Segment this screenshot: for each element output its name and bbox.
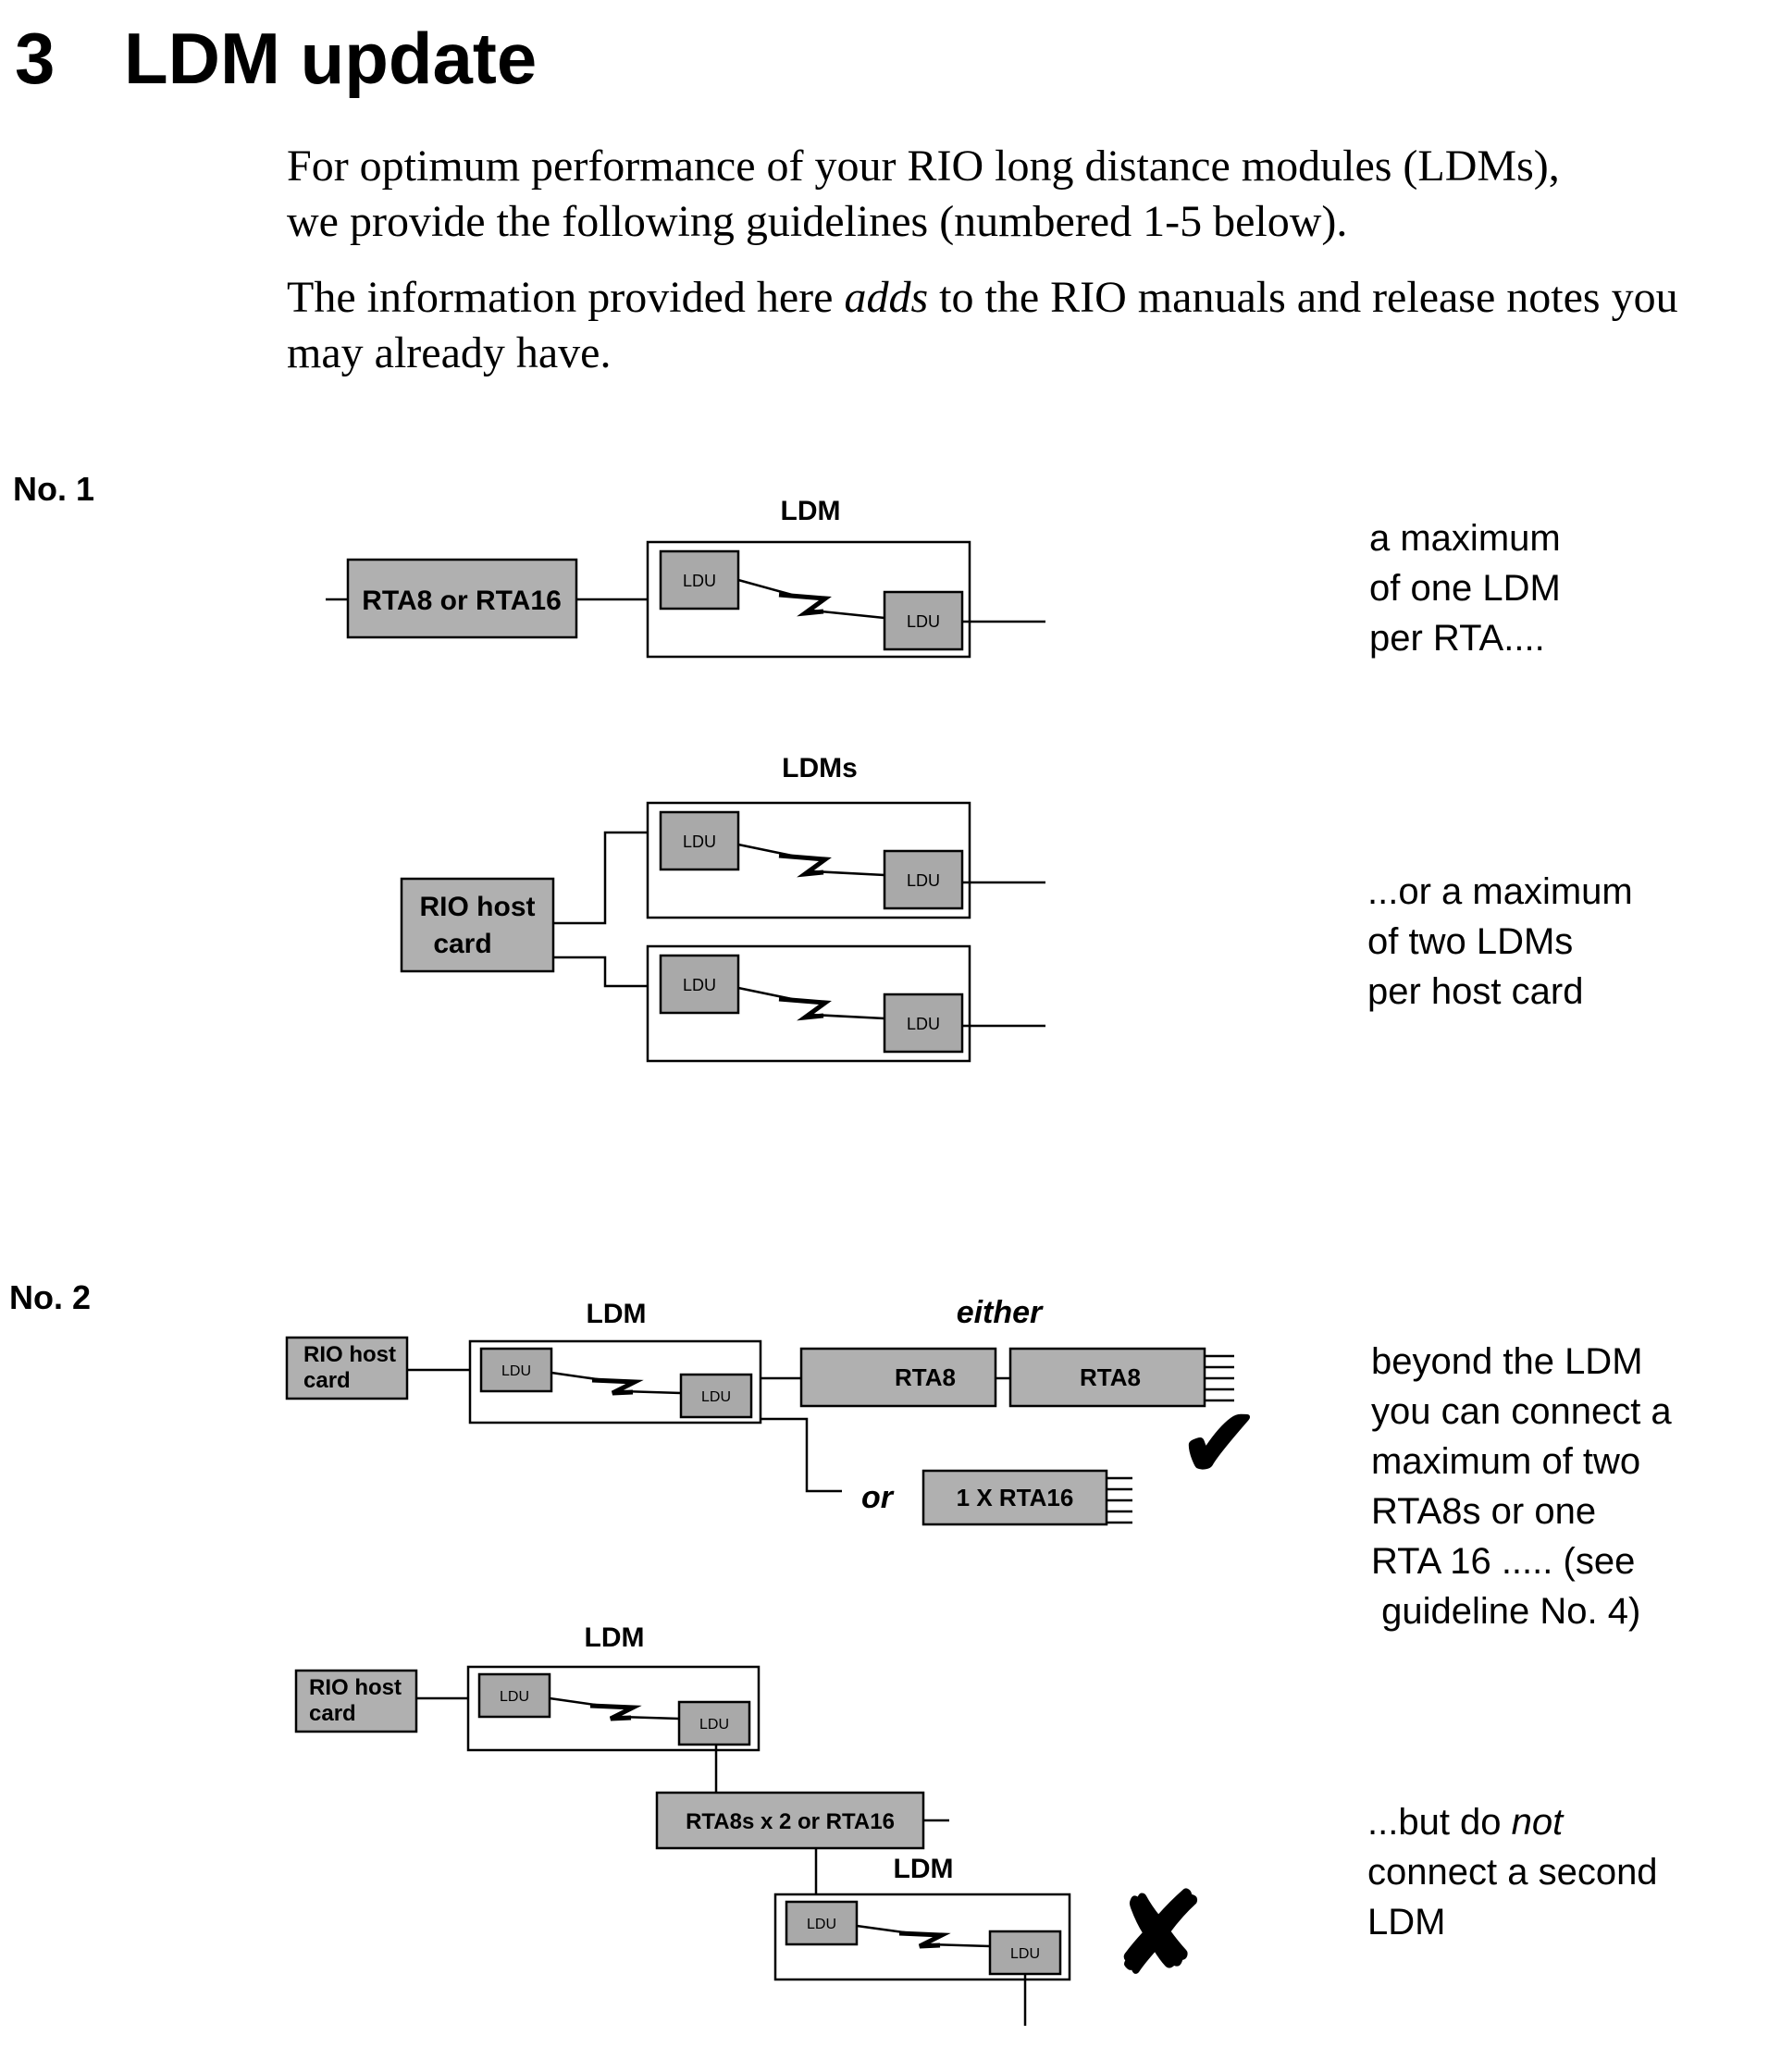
diagram-2-bad-ldu-label: LDU <box>699 1717 729 1733</box>
diagram-1b: LDMs RIO host card LDU LDU LDU LDU <box>400 753 1045 1063</box>
diagram-2-ok-either-box-2 <box>1008 1347 1206 1408</box>
side-line: per host card <box>1367 971 1584 1012</box>
diagram-1a-title: LDM <box>781 496 841 526</box>
diagram-2-bad-middle-box <box>655 1791 925 1850</box>
guideline-1-text-b: ...or a maximum of two LDMs per host car… <box>1367 867 1633 1017</box>
diagram-1b-ldu <box>883 849 964 910</box>
guideline-1-label: No. 1 <box>13 470 95 508</box>
diagram-2-bad-middle-label: RTA8s x 2 or RTA16 <box>686 1809 895 1834</box>
diagram-1b-ldu <box>659 954 740 1015</box>
diagram-2-ok-either-pins <box>1205 1354 1234 1402</box>
diagram-2-ok: LDM RIO host card LDU LDU either RTA8 RT… <box>285 1295 1260 1526</box>
diagram-2-ok-ldu-label: LDU <box>701 1389 731 1405</box>
diagram-1b-ldm-lower <box>646 944 971 1063</box>
diagram-2-ok-title: LDM <box>587 1299 647 1329</box>
diagram-2-bad-second-title: LDM <box>894 1854 954 1884</box>
diagram-2-ok-either-label: either <box>957 1295 1044 1330</box>
diagram-1a-ldm-frame <box>646 540 971 659</box>
diagram-2-bad-ldu-label: LDU <box>500 1689 529 1705</box>
diagram-1a-ldu-right <box>883 590 964 651</box>
side-line: a maximum <box>1369 518 1561 559</box>
intro-text: The information provided here <box>287 273 845 322</box>
diagram-2-bad-ldu <box>785 1900 859 1946</box>
guideline-2-text-bad: ...but do not connect a second LDM <box>1367 1797 1658 1947</box>
checkmark-icon: ✔ <box>1179 1390 1259 1498</box>
side-line: guideline No. 4) <box>1371 1591 1641 1632</box>
diagram-1a-ldu-right-label: LDU <box>907 612 940 631</box>
diagram-2-bad: LDM RIO host card LDU LDU RTA8s x 2 or R… <box>294 1622 1206 2026</box>
diagram-1b-host-line2: card <box>433 929 491 959</box>
diagram-2-bad-host-box <box>294 1669 418 1733</box>
side-emphasis: not <box>1511 1802 1564 1843</box>
diagram-2-ok-either-box-2-label: RTA8 <box>1080 1363 1141 1391</box>
diagram-2-bad-title: LDM <box>585 1622 645 1653</box>
diagram-1b-ldm-upper <box>646 801 971 919</box>
diagram-2-ok-or-pins <box>1107 1476 1132 1524</box>
diagram-2-ok-ldu-label: LDU <box>501 1363 531 1379</box>
diagram-1a-source-box <box>346 558 578 639</box>
diagram-1b-host-box <box>400 877 555 973</box>
diagram-2-ok-ldu <box>479 1347 553 1393</box>
section-number: 3 <box>15 18 56 99</box>
diagram-1b-host-line1: RIO host <box>420 892 536 922</box>
side-line: per RTA.... <box>1369 618 1545 659</box>
diagram-2-bad-ldm-frame <box>466 1665 761 1752</box>
side-line: of two LDMs <box>1367 921 1574 962</box>
diagram-2-ok-either-box-1-label: RTA8 <box>895 1363 956 1391</box>
diagram-1a-ldu-left-label: LDU <box>683 572 716 590</box>
intro-line: may already have. <box>287 328 612 377</box>
diagram-1b-ldu-label: LDU <box>907 871 940 890</box>
diagram-2-ok-either-box-1 <box>799 1347 997 1408</box>
intro-text: to the RIO manuals and release notes you <box>928 273 1678 322</box>
intro-emphasis: adds <box>844 273 929 322</box>
side-line: of one LDM <box>1369 568 1561 609</box>
side-line: maximum of two <box>1371 1441 1641 1482</box>
side-text: ...but do <box>1367 1802 1512 1843</box>
diagram-2-ok-or-box-label: 1 X RTA16 <box>957 1484 1074 1511</box>
diagram-1b-ldu <box>883 993 964 1054</box>
side-line: you can connect a <box>1371 1391 1672 1432</box>
diagram-2-bad-ldu <box>477 1672 551 1719</box>
side-line: beyond the LDM <box>1371 1341 1643 1382</box>
diagram-2-bad-ldu-label: LDU <box>807 1917 836 1932</box>
intro-line: For optimum performance of your RIO long… <box>287 142 1560 191</box>
diagram-1b-ldu-label: LDU <box>683 832 716 851</box>
diagram-2-bad-host-line2: card <box>309 1701 356 1726</box>
diagram-2-bad-ldu-label: LDU <box>1010 1946 1040 1962</box>
cross-mark-icon: ✘ <box>1112 1872 1206 1996</box>
side-line: RTA 16 ..... (see <box>1371 1541 1636 1582</box>
side-line: LDM <box>1367 1902 1446 1942</box>
diagram-2-ok-or-label: or <box>861 1480 895 1515</box>
page-title: LDM update <box>124 18 538 99</box>
side-line: RTA8s or one <box>1371 1491 1597 1532</box>
intro-line: we provide the following guidelines (num… <box>287 197 1348 246</box>
diagram-1b-title: LDMs <box>782 753 858 783</box>
diagram-2-bad-host-line1: RIO host <box>309 1675 402 1700</box>
diagram-1a: LDM RTA8 or RTA16 LDU LDU <box>326 496 1045 659</box>
diagram-2-ok-ldm-frame <box>468 1339 762 1424</box>
guideline-2-text-ok: beyond the LDM you can connect a maximum… <box>1371 1337 1672 1636</box>
diagram-2-ok-or-box <box>921 1469 1108 1526</box>
side-line: connect a second <box>1367 1852 1658 1893</box>
guideline-1-text-a: a maximum of one LDM per RTA.... <box>1369 513 1561 663</box>
diagram-1a-ldu-left <box>659 549 740 610</box>
diagram-2-ok-ldu <box>679 1373 753 1419</box>
diagram-2-bad-second-ldm <box>773 1893 1071 1981</box>
guideline-2-label: No. 2 <box>9 1278 92 1316</box>
diagram-2-ok-host-line1: RIO host <box>303 1342 396 1367</box>
diagram-1b-ldu-label: LDU <box>683 976 716 994</box>
intro-paragraph-2: The information provided here adds to th… <box>287 270 1678 381</box>
diagram-2-ok-host-box <box>285 1336 409 1400</box>
diagram-2-ok-host-line2: card <box>303 1368 351 1393</box>
diagram-2-bad-ldu <box>677 1700 751 1746</box>
intro-paragraph-1: For optimum performance of your RIO long… <box>287 139 1560 250</box>
diagram-1b-ldu <box>659 810 740 871</box>
diagram-1a-source-label: RTA8 or RTA16 <box>362 586 562 616</box>
diagram-1b-ldu-label: LDU <box>907 1015 940 1033</box>
side-line: ...or a maximum <box>1367 871 1633 912</box>
